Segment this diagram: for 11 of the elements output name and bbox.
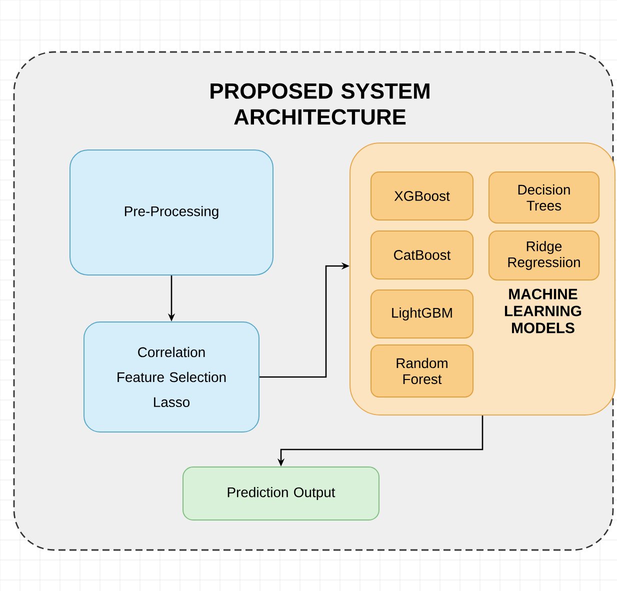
process-box: Correlation Feature Selection Lasso bbox=[84, 322, 260, 432]
model-box: Random Forest bbox=[370, 344, 474, 398]
output-box: Prediction Output bbox=[182, 466, 380, 520]
process-box: Pre-Processing bbox=[70, 150, 274, 276]
model-box: LightGBM bbox=[370, 290, 474, 338]
model-box: CatBoost bbox=[370, 230, 474, 280]
group-label: MACHINE LEARNING MODELS bbox=[504, 288, 582, 334]
model-box: Ridge Regressiion bbox=[488, 230, 600, 280]
model-box: XGBoost bbox=[370, 172, 474, 220]
title: PROPOSED SYSTEM ARCHITECTURE bbox=[210, 83, 430, 125]
model-box: Decision Trees bbox=[488, 172, 600, 224]
